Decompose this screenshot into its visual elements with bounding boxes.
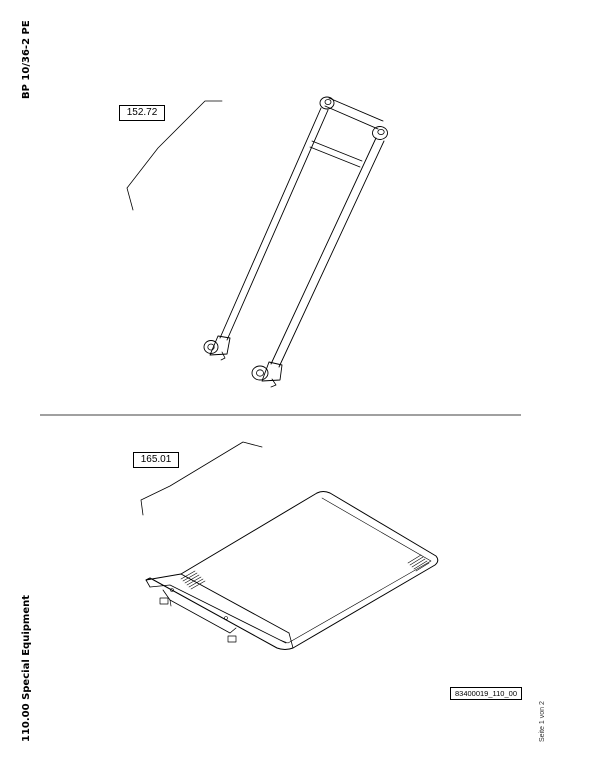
part-callout-handle[interactable]: 152.72 bbox=[119, 105, 165, 121]
leader-line-handle bbox=[126, 100, 223, 211]
drawing-number: 83400019_110_00 bbox=[450, 687, 522, 700]
part-callout-plate[interactable]: 165.01 bbox=[133, 452, 179, 468]
handle-frame-drawing bbox=[126, 96, 388, 388]
floor-plate-drawing bbox=[140, 441, 439, 650]
leader-line-plate bbox=[140, 441, 263, 516]
